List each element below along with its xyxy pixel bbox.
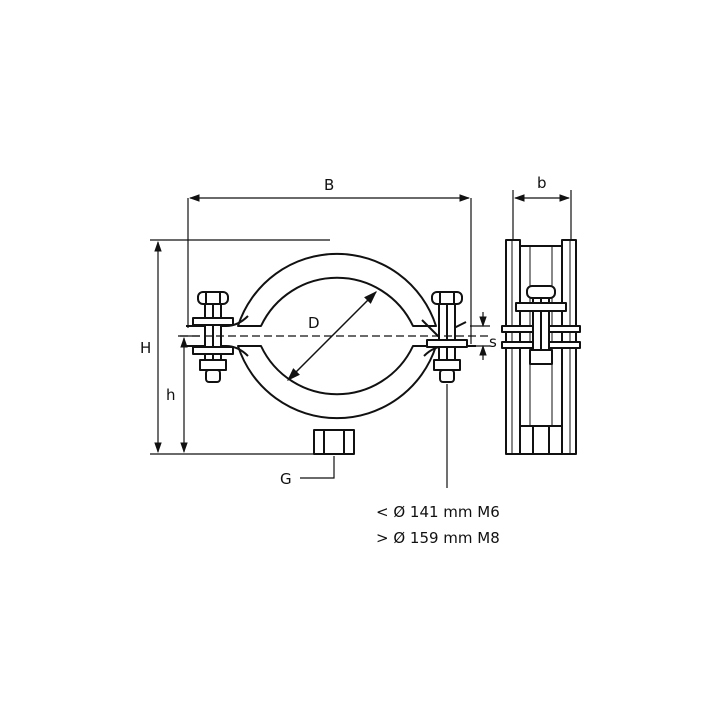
lower-clamp-half xyxy=(237,345,437,420)
diameter-dimension xyxy=(287,291,377,381)
label-B: B xyxy=(324,176,334,194)
label-h: h xyxy=(166,386,176,404)
clamp-front-view xyxy=(186,252,476,455)
label-D: D xyxy=(308,314,320,332)
screw-note-line-1: < Ø 141 mm M6 xyxy=(376,503,500,521)
thread-leader-G xyxy=(300,456,335,479)
upper-clamp-half xyxy=(237,252,437,327)
label-G: G xyxy=(280,470,292,488)
label-H: H xyxy=(140,339,151,357)
label-s: s xyxy=(489,333,497,351)
dimension-lines xyxy=(150,194,490,488)
screw-note-line-2: > Ø 159 mm M8 xyxy=(376,529,500,547)
clamp-side-view xyxy=(501,239,581,455)
label-b: b xyxy=(537,174,547,192)
right-screw xyxy=(426,291,468,383)
left-screw xyxy=(192,291,234,383)
threaded-boss xyxy=(313,429,355,455)
